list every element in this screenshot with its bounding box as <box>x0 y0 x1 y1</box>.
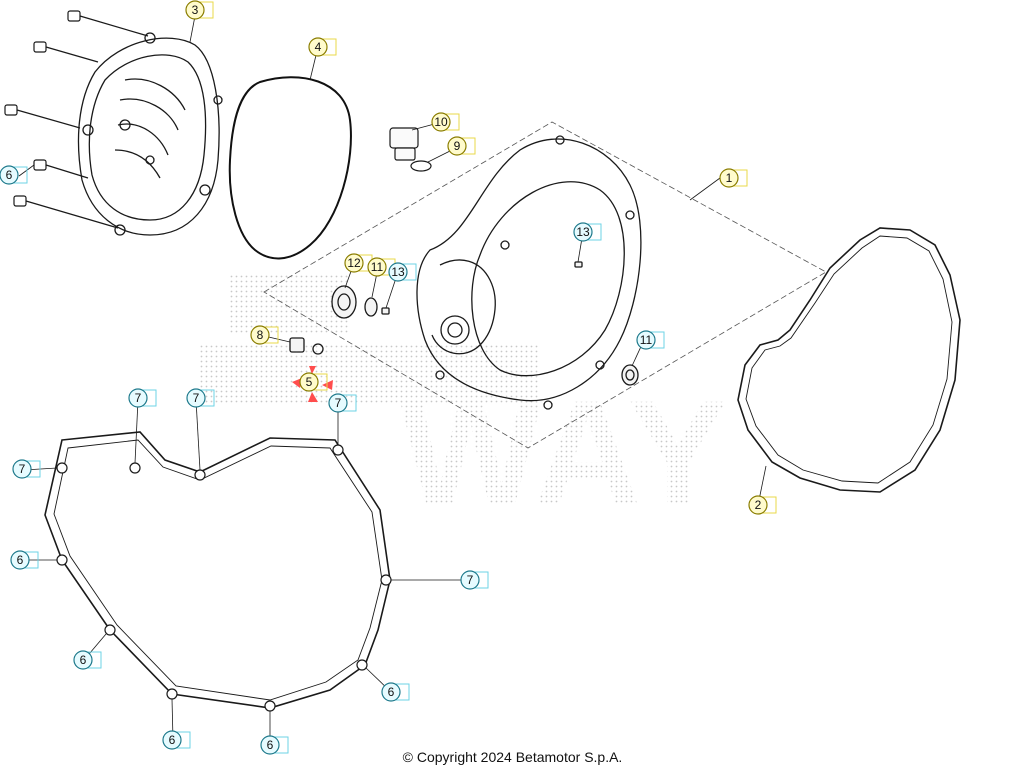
callout-label: 8 <box>257 328 264 342</box>
callout-label: 5 <box>306 375 313 389</box>
callout-label: 6 <box>169 733 176 747</box>
callout-7[interactable]: 7 <box>328 393 357 413</box>
callout-11[interactable]: 11 <box>636 330 665 350</box>
large-gasket <box>44 431 391 709</box>
callout-label: 13 <box>576 225 590 239</box>
callout-8[interactable]: 8 <box>250 325 279 345</box>
callout-label: 10 <box>434 115 448 129</box>
callout-label: 7 <box>193 391 200 405</box>
callout-label: 6 <box>267 738 274 752</box>
callout-label: 11 <box>371 260 384 274</box>
callout-label: 3 <box>192 3 199 17</box>
callout-label: 13 <box>391 265 405 279</box>
callout-label: 6 <box>80 653 87 667</box>
callout-6[interactable]: 6 <box>162 730 191 750</box>
cover-bolts <box>4 10 149 229</box>
callout-7[interactable]: 7 <box>128 388 157 408</box>
callout-label: 7 <box>19 462 26 476</box>
callout-13[interactable]: 13 <box>388 262 417 282</box>
callout-label: 11 <box>640 333 653 347</box>
callout-label: 7 <box>467 573 474 587</box>
callout-5[interactable]: 5 <box>299 372 328 392</box>
callout-label: 12 <box>347 256 361 270</box>
callout-6[interactable]: 6 <box>0 165 28 185</box>
callout-label: 9 <box>454 139 461 153</box>
clutch-housing <box>416 135 642 410</box>
callout-label: 1 <box>726 171 733 185</box>
callout-13[interactable]: 13 <box>573 222 602 242</box>
callout-label: 6 <box>17 553 24 567</box>
callout-7[interactable]: 7 <box>460 570 489 590</box>
oil-plug <box>389 127 432 172</box>
clutch-cover <box>77 32 223 236</box>
callout-6[interactable]: 6 <box>73 650 102 670</box>
watermark: WAY <box>200 275 728 537</box>
callout-9[interactable]: 9 <box>447 136 476 156</box>
callout-6[interactable]: 6 <box>381 682 410 702</box>
callout-7[interactable]: 7 <box>12 459 41 479</box>
seals <box>289 261 639 386</box>
callout-7[interactable]: 7 <box>186 388 215 408</box>
callout-label: 7 <box>335 396 342 410</box>
callout-label: 4 <box>315 40 322 54</box>
callout-label: 7 <box>135 391 142 405</box>
callout-12[interactable]: 12 <box>344 253 373 273</box>
callout-6[interactable]: 6 <box>260 735 289 755</box>
callout-label: 2 <box>755 498 762 512</box>
callout-label: 6 <box>6 168 13 182</box>
callout-2[interactable]: 2 <box>748 495 777 515</box>
callout-4[interactable]: 4 <box>308 37 337 57</box>
callout-label: 6 <box>388 685 395 699</box>
o-ring <box>228 76 352 260</box>
callout-3[interactable]: 3 <box>185 0 214 20</box>
copyright-text: © Copyright 2024 Betamotor S.p.A. <box>402 749 623 765</box>
callout-1[interactable]: 1 <box>719 168 748 188</box>
callouts: 3 4 6 10 9 1 13 12 11 13 8 11 5 7 7 7 7 2 6 7 6 6 6 6 <box>0 0 777 755</box>
callout-10[interactable]: 10 <box>431 112 460 132</box>
callout-6[interactable]: 6 <box>10 550 39 570</box>
gasket-holes <box>56 444 392 712</box>
callout-11[interactable]: 11 <box>367 257 396 277</box>
watermark-text: WAY <box>400 369 728 537</box>
right-gasket <box>737 227 961 493</box>
